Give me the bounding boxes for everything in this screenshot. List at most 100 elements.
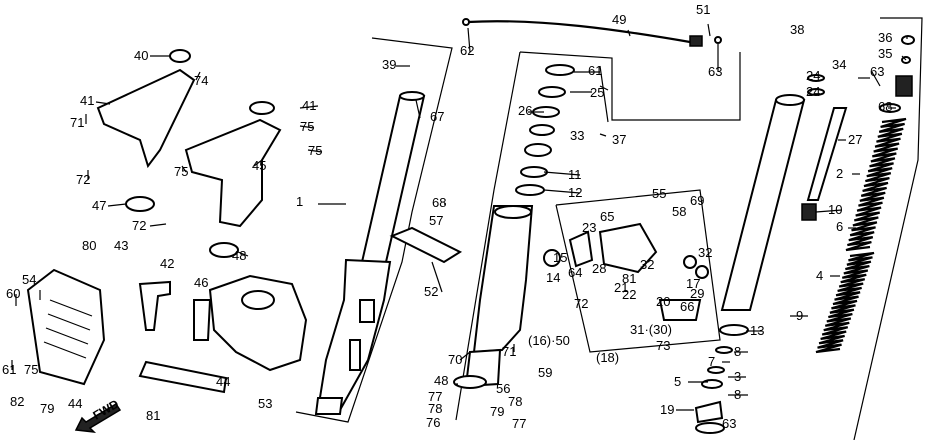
part-number-callout: 25 xyxy=(590,85,604,100)
part-number-callout: 14 xyxy=(546,270,560,285)
part-number-callout: 63 xyxy=(870,64,884,79)
part-number-callout: 9 xyxy=(796,308,803,323)
part-number-callout: 37 xyxy=(612,132,626,147)
fork-bracket xyxy=(389,226,463,264)
small-bracket xyxy=(138,280,171,331)
leader-line xyxy=(253,159,263,167)
right-inner-tube xyxy=(701,94,806,389)
part-number-callout: 7 xyxy=(708,354,715,369)
part-number-callout: 11 xyxy=(568,167,582,182)
rod-piston xyxy=(801,203,817,221)
part-number-callout: 71 xyxy=(70,115,84,130)
part-number-callout: 65 xyxy=(600,209,614,224)
part-number-callout: 62 xyxy=(460,43,474,58)
leader-line xyxy=(599,133,607,137)
part-number-callout: 33 xyxy=(570,128,584,143)
part-number-callout: 68 xyxy=(432,195,446,210)
leader-line xyxy=(901,55,907,61)
part-number-callout: 72 xyxy=(76,172,90,187)
part-number-callout: 32 xyxy=(640,257,654,272)
leader-line xyxy=(599,65,609,123)
part-number-callout: 72 xyxy=(132,218,146,233)
part-number-callout: 41 xyxy=(80,93,94,108)
axle-parts xyxy=(453,375,725,434)
leader-line xyxy=(195,71,201,81)
part-number-callout: 78 xyxy=(508,394,522,409)
part-number-callout: 81 xyxy=(622,271,636,286)
part-number-callout: 24 xyxy=(806,84,820,99)
part-number-callout: 24 xyxy=(806,68,820,83)
part-number-callout: 58 xyxy=(672,204,686,219)
part-number-callout: 53 xyxy=(258,396,272,411)
leader-line xyxy=(707,23,711,37)
part-number-callout: 20 xyxy=(656,294,670,309)
part-number-callout: 10 xyxy=(828,202,842,217)
part-number-callout: 28 xyxy=(592,261,606,276)
steering-stem xyxy=(184,101,282,228)
headlight-bracket xyxy=(208,274,308,372)
bearing-race-upper xyxy=(125,196,155,212)
leader-line xyxy=(467,27,471,53)
part-number-callout: 79 xyxy=(490,404,504,419)
part-number-callout: 73 xyxy=(656,338,670,353)
part-number-callout: 34 xyxy=(832,57,846,72)
part-number-callout: 31·(30) xyxy=(630,322,672,337)
part-number-callout: 41 xyxy=(302,98,316,113)
part-number-callout: 75 xyxy=(24,362,38,377)
hose-support xyxy=(138,360,228,394)
part-number-callout: 44 xyxy=(68,396,82,411)
part-number-callout: (16)·50 xyxy=(528,333,570,348)
leader-line xyxy=(543,189,581,194)
part-number-callout: 23 xyxy=(582,220,596,235)
part-number-callout: 54 xyxy=(22,272,36,287)
right-fork-outer xyxy=(464,205,534,388)
part-number-callout: 44 xyxy=(216,374,230,389)
part-number-callout: 43 xyxy=(114,238,128,253)
part-number-callout: 74 xyxy=(194,73,208,88)
damper-rod xyxy=(806,107,848,201)
leader-line xyxy=(815,209,843,213)
part-number-callout: 40 xyxy=(134,48,148,63)
part-number-callout: 46 xyxy=(194,275,208,290)
forward-arrow: FWD xyxy=(74,397,121,433)
left-fork-tube xyxy=(314,91,426,415)
bearing-race-lower xyxy=(209,242,239,258)
leader-line xyxy=(107,203,127,207)
part-number-callout: 61 xyxy=(588,63,602,78)
part-number-callout: 15 xyxy=(553,250,567,265)
part-number-callout: 77 xyxy=(512,416,526,431)
part-number-callout: 60 xyxy=(6,286,20,301)
part-number-callout: (18) xyxy=(596,350,619,365)
part-number-callout: 12 xyxy=(568,185,582,200)
part-number-callout: 80 xyxy=(82,238,96,253)
part-number-callout: 69 xyxy=(690,193,704,208)
part-number-callout: 6 xyxy=(836,219,843,234)
part-number-callout: 22 xyxy=(622,287,636,302)
brake-caliper xyxy=(543,222,709,321)
part-number-callout: 71 xyxy=(502,344,516,359)
part-number-callout: 21 xyxy=(614,280,628,295)
part-number-callout: 45 xyxy=(252,158,266,173)
part-number-callout: 2 xyxy=(836,166,843,181)
part-number-callout: 61 xyxy=(2,362,16,377)
part-number-callout: 76 xyxy=(426,415,440,430)
leader-line xyxy=(307,149,323,153)
part-number-callout: 63 xyxy=(708,64,722,79)
spring-coil xyxy=(815,251,875,354)
part-number-callout: 67 xyxy=(430,109,444,124)
part-number-callout: 55 xyxy=(652,186,666,201)
part-number-callout: 4 xyxy=(816,268,823,283)
part-number-callout: 75 xyxy=(174,164,188,179)
part-number-callout: 48 xyxy=(434,373,448,388)
part-number-callout: 81 xyxy=(146,408,160,423)
part-number-callout: 8 xyxy=(734,344,741,359)
part-number-callout: 82 xyxy=(10,394,24,409)
part-number-callout: 29 xyxy=(690,286,704,301)
part-number-callout: 79 xyxy=(40,401,54,416)
part-number-callout: 49 xyxy=(612,12,626,27)
leader-line xyxy=(599,85,609,91)
part-number-callout: 59 xyxy=(538,365,552,380)
part-number-callout: 48 xyxy=(232,248,246,263)
leader-line xyxy=(415,99,421,119)
